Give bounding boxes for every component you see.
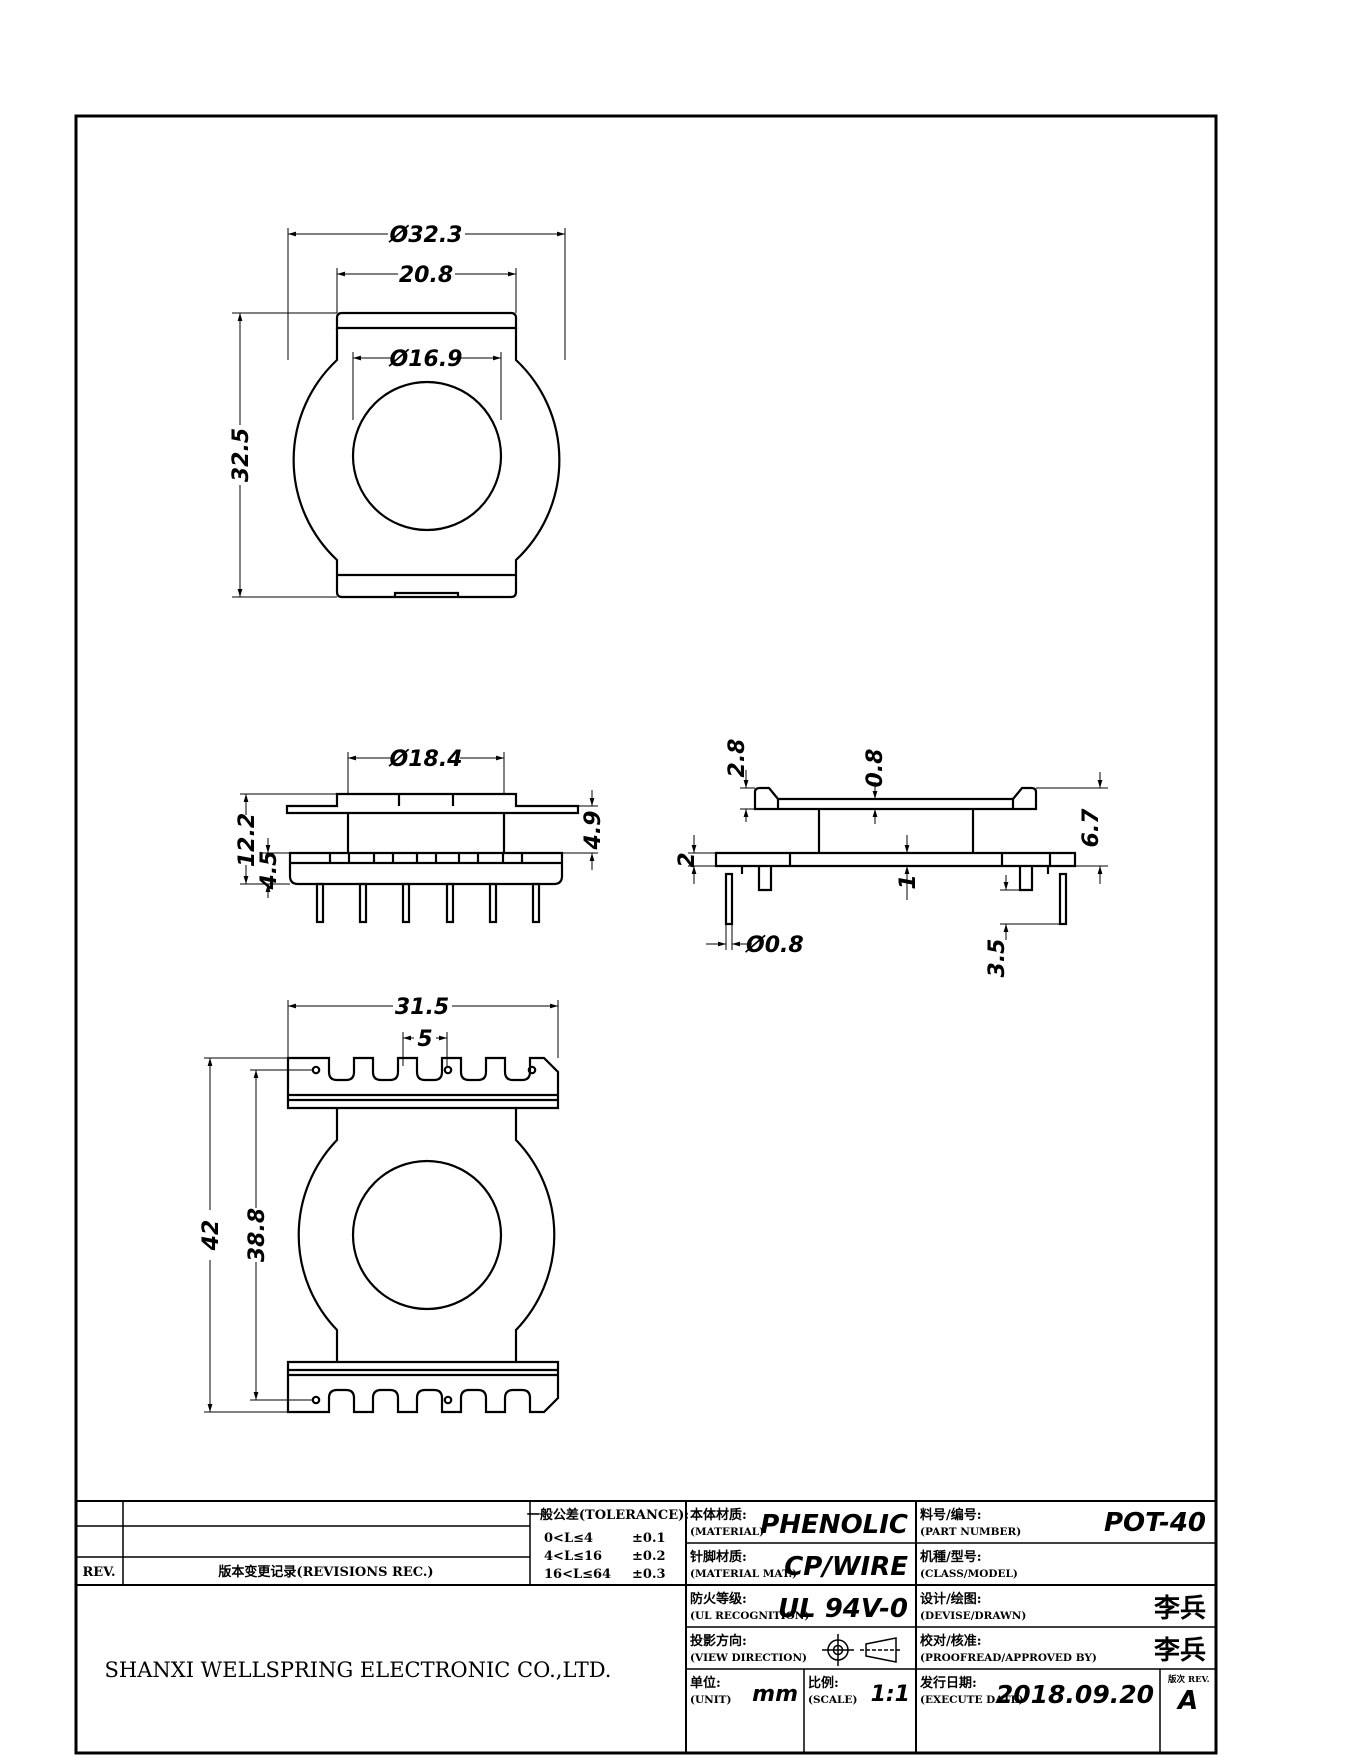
ul-label-cn: 防火等级:	[690, 1591, 747, 1607]
view-label-cn: 投影方向:	[690, 1633, 747, 1649]
tolerance-range-3: 16<L≤64	[544, 1567, 611, 1582]
material-label-en: (MATERIAL)	[690, 1526, 764, 1538]
company-name: SHANXI WELLSPRING ELECTRONIC CO.,LTD.	[105, 1658, 612, 1682]
front-view-dimensions	[240, 752, 598, 898]
approved-label-en: (PROOFREAD/APPROVED BY)	[920, 1652, 1097, 1664]
tolerance-value-1: ±0.1	[632, 1531, 666, 1546]
drawing-border	[74, 114, 1218, 1755]
side-view-dimensions	[688, 770, 1108, 950]
side-view	[714, 786, 1077, 926]
part-label-cn: 料号/编号:	[920, 1507, 982, 1523]
dim-side-pin-dia: Ø0.8	[744, 933, 804, 958]
drawn-label-cn: 设计/绘图:	[920, 1591, 982, 1607]
tolerance-range-2: 4<L≤16	[544, 1549, 602, 1564]
dim-front-base-height: 4.5	[257, 851, 282, 891]
tolerance-title: 一般公差(TOLERANCE):	[527, 1507, 689, 1523]
dim-bottom-width: 31.5	[395, 995, 449, 1020]
ul-value: UL 94V-0	[778, 1594, 908, 1624]
unit-label-en: (UNIT)	[690, 1694, 731, 1706]
rev-box-label-cn: 版次	[1167, 1674, 1186, 1685]
rev-label: REV.	[82, 1565, 115, 1580]
top-view-dimensions	[232, 228, 566, 598]
dim-front-core-dia: Ø18.4	[388, 747, 463, 772]
approved-label-cn: 校对/核准:	[920, 1633, 982, 1649]
dim-top-inner-dia: Ø16.9	[388, 347, 463, 372]
dim-bottom-pin-pitch: 5	[417, 1027, 432, 1052]
tolerance-value-3: ±0.3	[632, 1567, 666, 1582]
view-label-en: (VIEW DIRECTION)	[690, 1652, 807, 1664]
date-label-en: (EXECUTE DATE)	[920, 1694, 1024, 1706]
ul-label-en: (UL RECOGNITION)	[690, 1610, 809, 1622]
dim-bottom-pin-span: 38.8	[245, 1208, 270, 1262]
dim-side-top-flange: 2.8	[725, 739, 750, 778]
dim-side-total-height: 6.7	[1079, 808, 1104, 848]
dim-bottom-total-length: 42	[199, 1220, 224, 1252]
unit-value: mm	[752, 1682, 798, 1707]
class-label-cn: 机種/型号:	[920, 1549, 982, 1565]
wire-label-en: (MATERIAL MAT.)	[690, 1568, 797, 1580]
dim-top-flat-width: 20.8	[399, 263, 453, 288]
dim-top-height: 32.5	[229, 428, 254, 482]
tolerance-range-1: 0<L≤4	[544, 1531, 593, 1546]
wire-label-cn: 针脚材质:	[689, 1549, 747, 1565]
drawn-value: 李兵	[1153, 1594, 1206, 1624]
scale-value: 1:1	[871, 1682, 910, 1707]
dim-side-base-wall: 1	[896, 874, 921, 889]
part-value: POT-40	[1104, 1508, 1206, 1538]
date-label-cn: 发行日期:	[919, 1675, 977, 1691]
revisions-label: 版本变更记录(REVISIONS REC.)	[218, 1564, 433, 1580]
material-label-cn: 本体材质:	[690, 1507, 747, 1523]
tolerance-value-2: ±0.2	[632, 1549, 666, 1564]
unit-label-cn: 单位:	[690, 1675, 721, 1691]
rev-box-label-en: REV.	[1188, 1675, 1210, 1685]
drawn-label-en: (DEVISE/DRAWN)	[920, 1610, 1026, 1622]
scale-label-en: (SCALE)	[808, 1694, 857, 1706]
dim-front-flange-height: 4.9	[581, 811, 606, 851]
scale-label-cn: 比例:	[808, 1675, 839, 1691]
top-view	[292, 311, 561, 599]
wire-value: CP/WIRE	[784, 1552, 908, 1582]
part-label-en: (PART NUMBER)	[920, 1526, 1021, 1538]
dim-front-height: 12.2	[235, 813, 260, 867]
projection-symbol-icon	[822, 1634, 902, 1666]
approved-value: 李兵	[1153, 1636, 1206, 1666]
class-label-en: (CLASS/MODEL)	[920, 1568, 1018, 1580]
title-block-grid	[76, 1500, 1216, 1753]
dim-side-base-flange: 2	[675, 852, 700, 867]
material-value: PHENOLIC	[760, 1510, 908, 1540]
front-view	[285, 792, 580, 924]
bottom-view	[286, 1056, 560, 1414]
bottom-view-dimensions	[204, 1000, 559, 1413]
dim-side-pin-length: 3.5	[985, 939, 1010, 978]
dim-side-wall: 0.8	[863, 749, 888, 788]
rev-value: A	[1176, 1686, 1198, 1716]
date-value: 2018.09.20	[996, 1680, 1154, 1709]
dim-top-outer-dia: Ø32.3	[388, 223, 463, 248]
